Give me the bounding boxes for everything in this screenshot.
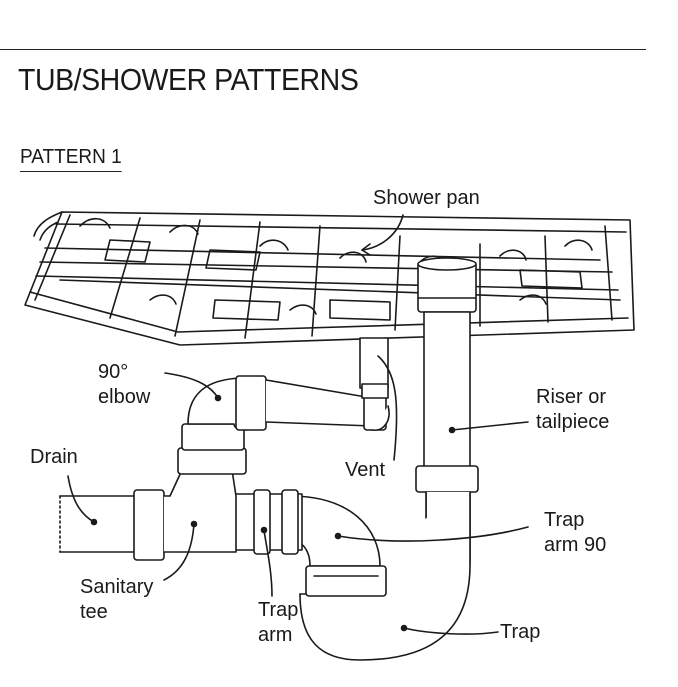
drain-pipe: [59, 495, 136, 553]
label-sanitary-tee: Sanitary tee: [80, 576, 154, 623]
leader-lines: [67, 355, 529, 635]
label-90-elbow: 90° elbow: [98, 361, 151, 408]
sanitary-tee-leader: [163, 523, 195, 581]
label-trap: Trap: [500, 621, 541, 643]
drain-leader: [67, 475, 95, 523]
shower-pan-arrowhead: [361, 243, 371, 256]
trap-leader: [403, 627, 499, 635]
label-shower-pan: Shower pan: [373, 187, 480, 209]
vent-elbow: [187, 337, 390, 431]
label-vent: Vent: [345, 459, 386, 481]
pattern-subtitle: PATTERN 1: [20, 146, 122, 172]
label-trap-arm: Trap arm: [258, 599, 299, 646]
label-riser-tailpiece: Riser or tailpiece: [536, 386, 610, 433]
trap-arm-90: [289, 495, 387, 597]
label-drain: Drain: [30, 446, 78, 468]
riser-leader: [451, 421, 529, 431]
sanitary-tee: [133, 423, 247, 561]
trap-arm-leader: [263, 529, 273, 597]
page-title: TUB/SHOWER PATTERNS: [18, 62, 359, 97]
trap-arm-90-leader: [337, 526, 529, 542]
shower-pan: [24, 211, 635, 346]
shower-pan-leader: [361, 214, 404, 251]
top-rule: [0, 49, 646, 50]
label-trap-arm-90: Trap arm 90: [544, 509, 607, 556]
vent-leader: [377, 355, 398, 461]
